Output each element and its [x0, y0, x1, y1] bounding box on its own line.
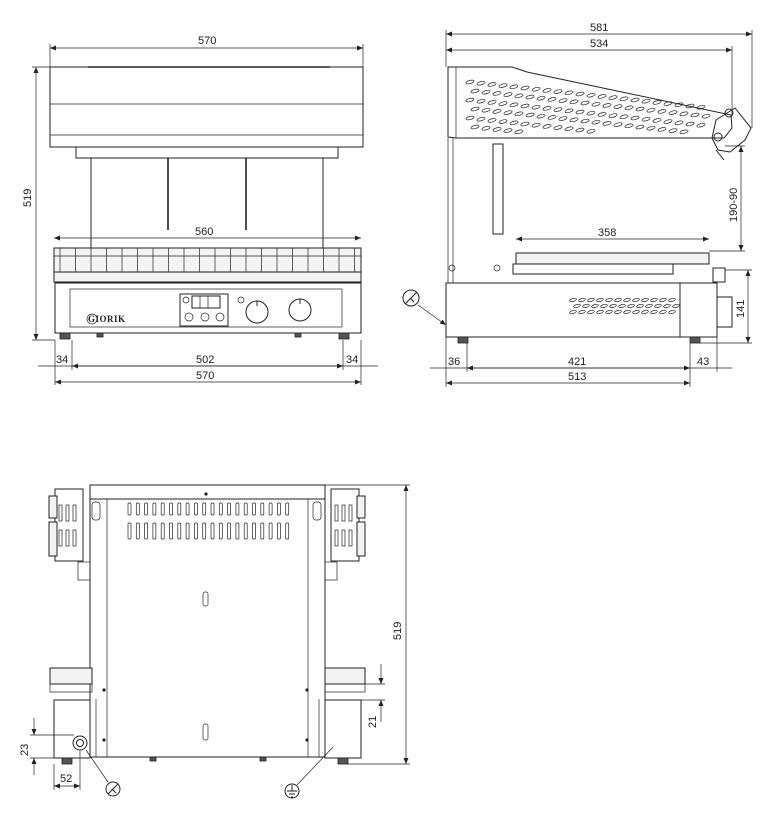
- side-view: 581 534 190-90 358 141 36 421 43 513: [402, 22, 753, 387]
- dim-front-height: 519: [22, 189, 34, 207]
- dim-side-front-offset: 36: [448, 356, 460, 368]
- front-grill-rack: [53, 247, 362, 273]
- dim-side-body-depth: 421: [568, 356, 586, 368]
- dim-side-total-depth: 581: [590, 22, 608, 34]
- side-control-base: [445, 282, 681, 338]
- side-hood-vents: [465, 79, 711, 135]
- brand-logo: GIORIK: [86, 313, 126, 325]
- dim-rear-conn-height: 23: [19, 744, 31, 756]
- dim-side-rear-offset: 43: [697, 356, 709, 368]
- front-control-base: [54, 282, 362, 334]
- dim-side-lift-range: 190-90: [728, 188, 740, 222]
- rear-handle-right: [324, 667, 366, 693]
- front-view: GIORIK 570 519: [22, 35, 378, 385]
- dim-front-total-width: 570: [196, 370, 214, 382]
- side-hood: [447, 66, 733, 139]
- dim-front-side-left: 34: [56, 354, 68, 366]
- gas-inlet-icon: [402, 289, 447, 326]
- rear-handle-left: [49, 667, 93, 693]
- dim-side-plate-depth: 358: [598, 227, 616, 239]
- control-knob-right: [288, 298, 312, 322]
- rear-panel: [89, 498, 326, 758]
- dim-front-inner-width: 502: [196, 354, 214, 366]
- control-display: [179, 293, 229, 327]
- rear-bracket-left: [48, 488, 101, 581]
- dim-side-hood-depth: 534: [590, 38, 608, 50]
- rear-gas-connector: [72, 735, 88, 751]
- side-lift-hinge: [711, 107, 752, 161]
- rear-gas-inlet-icon: [85, 749, 121, 797]
- dim-rear-conn-offset: 52: [60, 773, 72, 785]
- side-base-vents: [569, 298, 680, 314]
- control-knob-left: [237, 296, 269, 324]
- dim-side-base-height: 141: [735, 300, 747, 318]
- rear-view: 519 21 23 52: [19, 484, 410, 799]
- dim-front-side-right: 34: [346, 354, 358, 366]
- dim-rear-handle-offset: 21: [367, 716, 379, 728]
- dim-front-rack-width: 560: [195, 226, 213, 238]
- dim-rear-height: 519: [392, 622, 404, 640]
- rear-vent-slots: [127, 502, 290, 540]
- rear-bracket-right: [312, 488, 366, 581]
- dim-front-top-width: 570: [198, 35, 216, 47]
- dim-side-base-depth: 513: [568, 371, 586, 383]
- ground-icon: [284, 746, 334, 799]
- brand-logo-text: GIORIK: [88, 314, 126, 324]
